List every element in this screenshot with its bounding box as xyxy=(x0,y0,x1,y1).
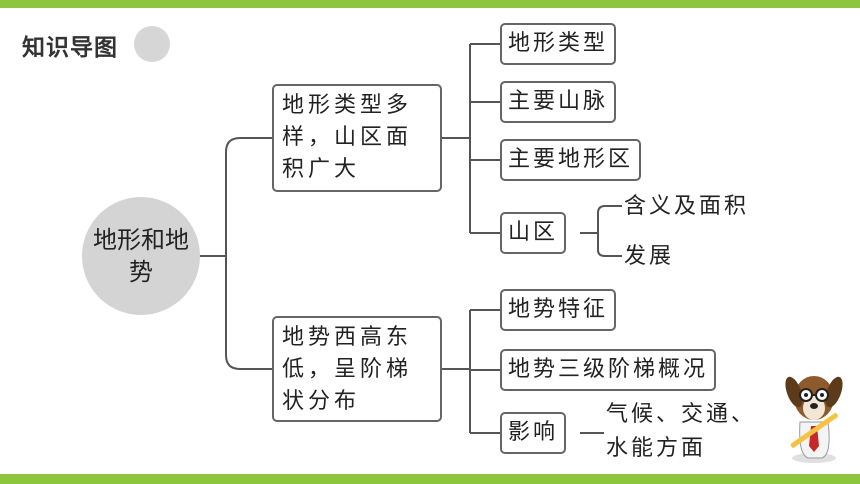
node-influence: 影响 xyxy=(500,412,567,454)
top-accent-bar xyxy=(0,0,860,8)
node-main-regions: 主要地形区 xyxy=(500,139,642,181)
page-title: 知识导图 xyxy=(22,35,118,61)
node-three-steps: 地势三级阶梯概况 xyxy=(500,349,717,391)
influence-line-2: 水能方面 xyxy=(606,436,707,461)
node-mountain-areas: 山区 xyxy=(500,212,567,254)
dog-mascot-icon xyxy=(785,376,843,463)
node-terrain-types: 地形类型 xyxy=(500,23,617,65)
influence-line-1: 气候、交通、 xyxy=(606,402,757,427)
root-label: 地形和地势 xyxy=(93,226,189,286)
bottom-accent-bar xyxy=(0,474,860,484)
node-main-mountains: 主要山脉 xyxy=(500,81,617,123)
root-node: 地形和地势 xyxy=(82,197,200,315)
branch-terrain-elevation: 地势西高东低，呈阶梯状分布 xyxy=(272,316,442,422)
item-meaning-area: 含义及面积 xyxy=(624,194,750,219)
branch-terrain-types: 地形类型多样，山区面积广大 xyxy=(272,84,442,192)
header-decoration xyxy=(134,26,170,62)
item-development: 发展 xyxy=(624,244,675,269)
node-elevation-features: 地势特征 xyxy=(500,289,617,331)
